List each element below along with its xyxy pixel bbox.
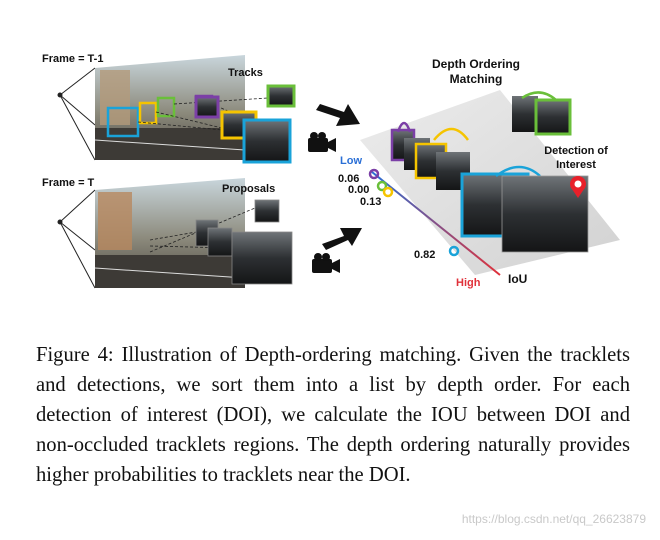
iou-marker-purple (368, 168, 380, 180)
location-pin-icon (570, 176, 586, 198)
high-label: High (456, 277, 481, 289)
camera-icon (308, 132, 336, 152)
match-arc-green (521, 91, 557, 101)
track-crop-blue (242, 118, 292, 164)
road-line (94, 267, 246, 279)
building-shape (100, 70, 130, 125)
matching-title-line2: Matching (450, 72, 503, 86)
building-shape (98, 192, 132, 250)
iou-axis (371, 171, 501, 276)
bbox-green-prev (156, 96, 176, 118)
match-arc-yellow (433, 127, 470, 141)
frame-prev-group: Frame = T-1 (42, 53, 246, 161)
iou-marker-green (376, 180, 388, 192)
frame-prev-label: Frame = T-1 (42, 53, 103, 65)
camera-icon (312, 253, 340, 273)
low-label: Low (340, 155, 362, 167)
matching-title-line1: Depth Ordering (432, 57, 520, 71)
depth-crop-green (534, 98, 572, 136)
iou-value: 0.13 (360, 196, 381, 208)
watermark: https://blog.csdn.net/qq_26623879 (461, 512, 646, 526)
road-line (94, 139, 246, 151)
match-arc-blue (495, 165, 541, 178)
figure-caption: Figure 4: Illustration of Depth-ordering… (36, 344, 630, 486)
frame-curr-label: Frame = T (42, 177, 95, 189)
camera-frustum-curr (57, 189, 96, 289)
frame-prev-road (95, 128, 245, 160)
doi-label-line2: Interest (556, 159, 596, 171)
proposals-group: Proposals (149, 183, 293, 285)
proposal-crop (207, 227, 233, 257)
proposal-crop (254, 199, 280, 223)
frame-curr-group: Frame = T (42, 177, 246, 289)
tracks-label: Tracks (228, 67, 263, 79)
track-crop-purple (194, 95, 220, 119)
camera-frustum-prev (57, 67, 96, 161)
iou-marker-yellow (382, 186, 394, 198)
iou-value: 0.82 (414, 249, 435, 261)
matching-panel: Depth Ordering Matching Detection of Int… (338, 57, 620, 289)
arrow-right-icon (322, 228, 362, 250)
depth-ordering-figure: Frame = T-1 Tracks (42, 53, 620, 289)
doi-label-line1: Detection of (544, 145, 608, 157)
iou-value: 0.06 (338, 173, 359, 185)
iou-label: IoU (508, 272, 527, 286)
arrow-right-icon (316, 104, 360, 126)
match-arc-purple (396, 121, 412, 133)
depth-crop (512, 96, 538, 132)
proposal-crop-large (231, 231, 293, 285)
proposals-label: Proposals (222, 183, 275, 195)
iou-marker-blue (448, 245, 460, 257)
iou-value: 0.00 (348, 184, 369, 196)
frame-curr-road (95, 255, 245, 288)
tracks-group: Tracks (137, 67, 296, 164)
track-crop-green (266, 84, 296, 108)
